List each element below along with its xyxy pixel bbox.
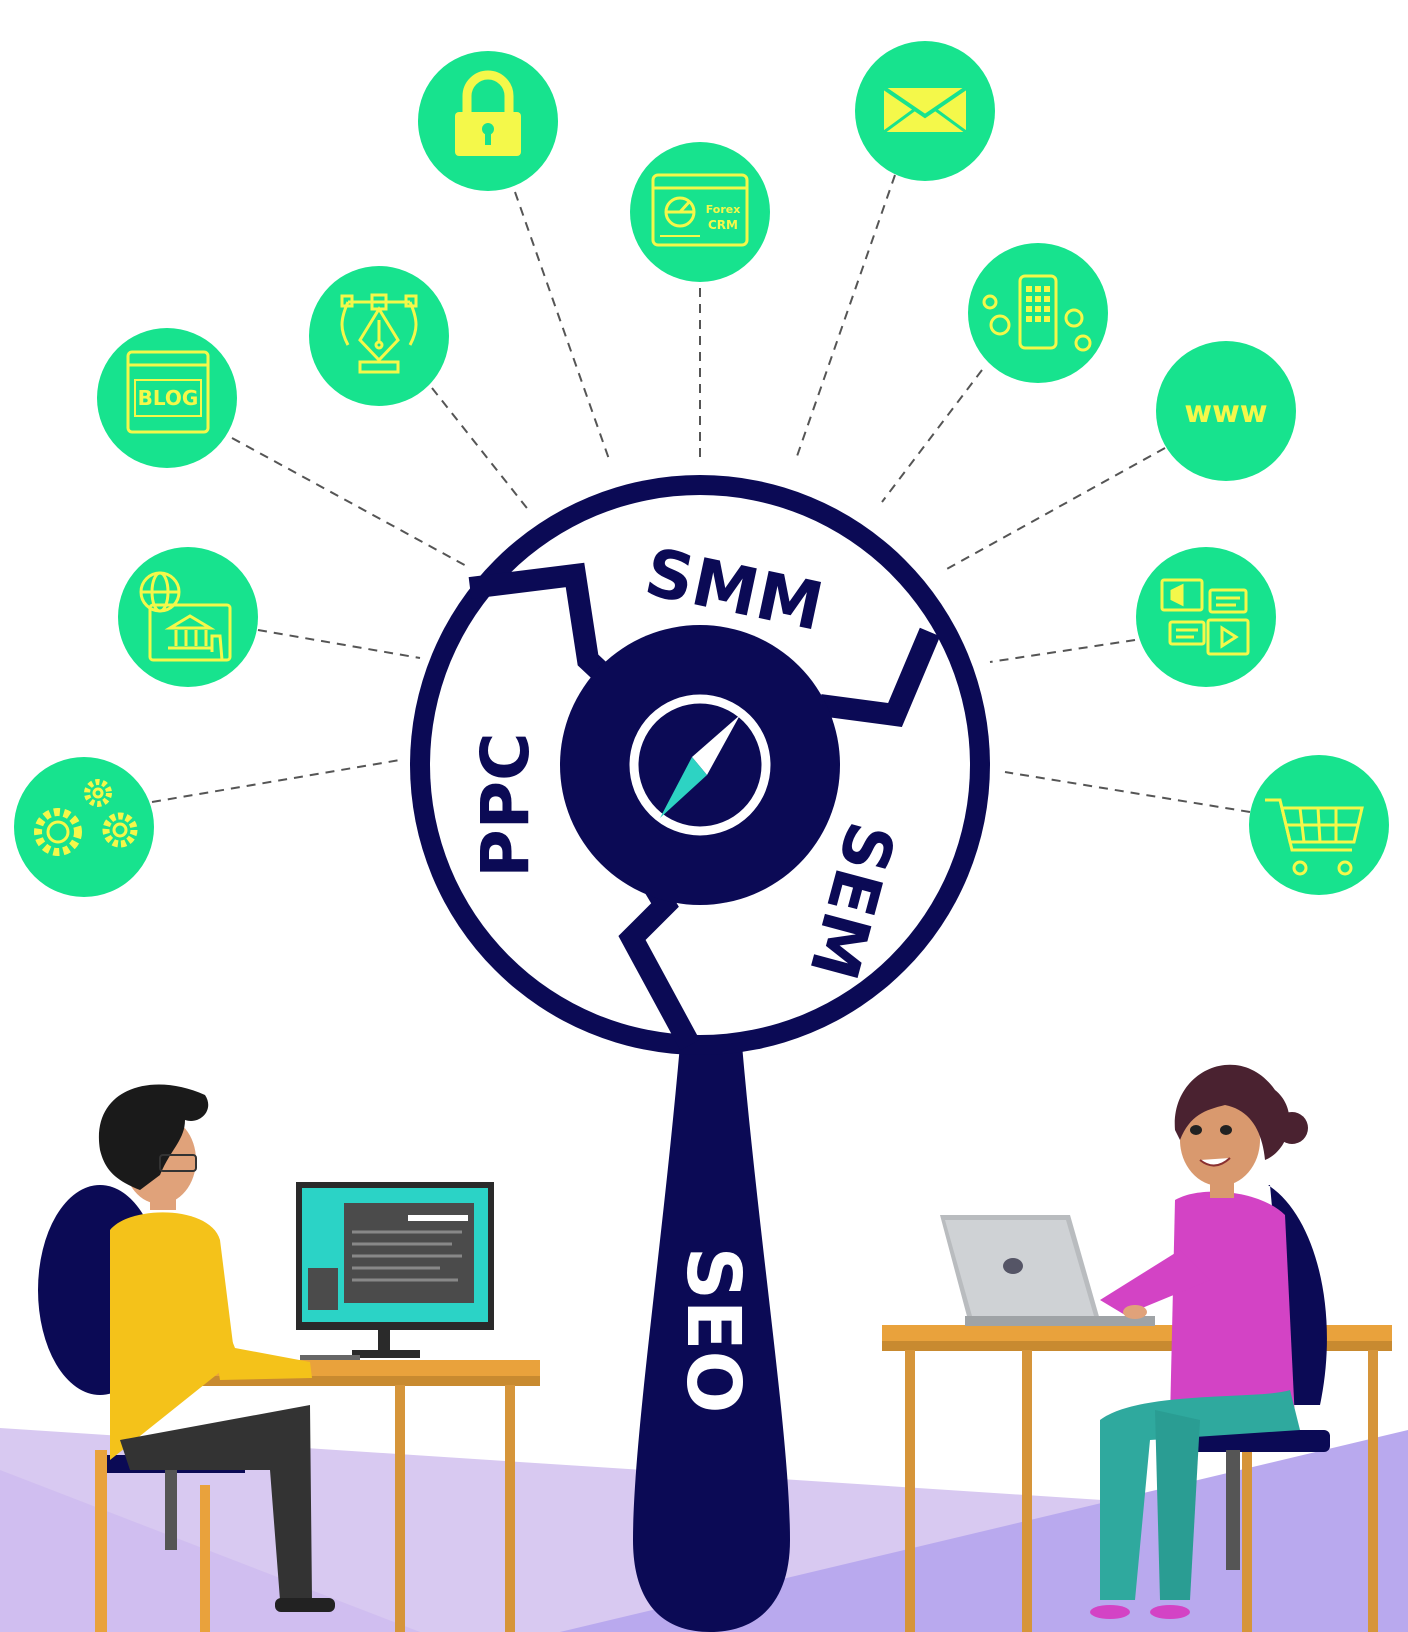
www-text: www — [1184, 395, 1267, 430]
seo-handle-label: SEO — [670, 1247, 756, 1414]
forex-crm-icon: Forex CRM — [630, 142, 770, 282]
crm-text: CRM — [708, 218, 738, 232]
gears-icon — [14, 757, 154, 897]
chat-media-icon — [1136, 547, 1276, 687]
lock-icon — [418, 51, 558, 191]
magnifier-lens: SMM SEM PPC — [410, 475, 990, 1055]
blog-text: BLOG — [138, 386, 199, 410]
mobile-app-icon — [968, 243, 1108, 383]
man-at-desktop — [38, 1084, 540, 1632]
magnifier-handle: SEO — [633, 1045, 790, 1632]
envelope-icon — [855, 41, 995, 181]
ppc-label: PPC — [467, 732, 544, 877]
compass-icon — [629, 694, 771, 836]
forex-text: Forex — [706, 203, 741, 216]
dashed-connectors — [151, 174, 1251, 813]
www-icon: www — [1156, 341, 1296, 481]
online-banking-icon — [118, 547, 258, 687]
woman-at-laptop — [882, 1064, 1392, 1632]
shopping-cart-icon — [1249, 755, 1389, 895]
pen-tool-icon — [309, 266, 449, 406]
blog-icon: BLOG — [97, 328, 237, 468]
